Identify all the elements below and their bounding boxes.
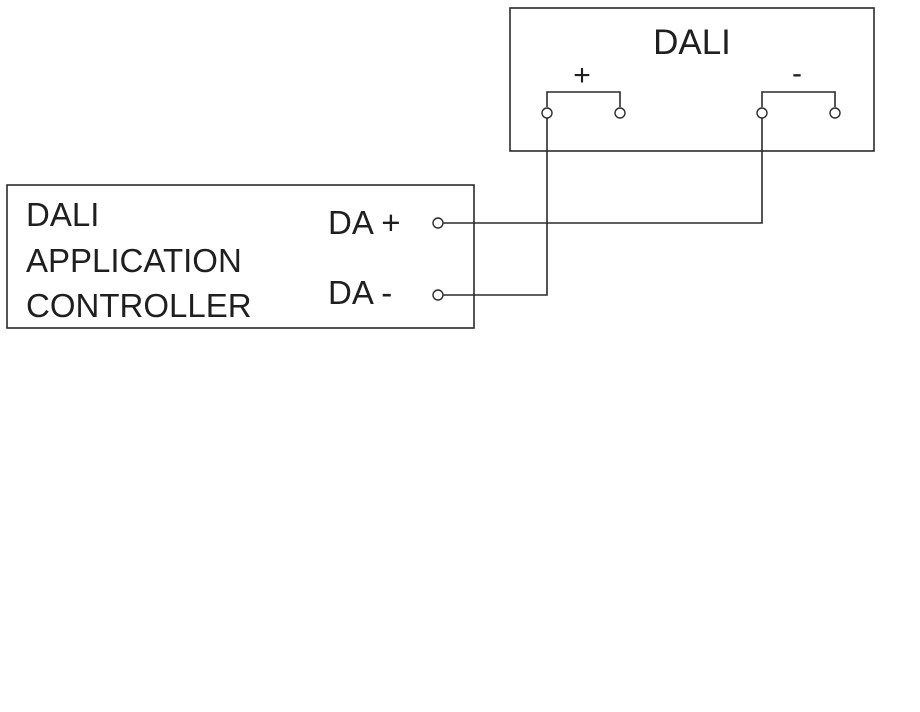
dali-device-title: DALI	[653, 23, 731, 62]
controller-box	[6, 184, 475, 329]
dali-device: DALI + -	[509, 7, 875, 152]
controller-da-plus-label: DA +	[328, 204, 400, 241]
dali-plus-terminal-a	[541, 107, 553, 119]
dali-device-plus-label: +	[573, 59, 591, 92]
dali-plus-bracket	[546, 91, 621, 107]
dali-minus-bracket	[761, 91, 836, 107]
wire-da-minus	[443, 118, 548, 296]
controller-da-minus-terminal	[432, 289, 444, 301]
controller-name-line-1: DALI	[26, 196, 99, 233]
dali-application-controller: DALI APPLICATION CONTROLLER DA + DA -	[6, 184, 475, 329]
controller-da-plus-terminal	[432, 217, 444, 229]
wire-da-plus	[443, 118, 763, 224]
controller-da-minus-label: DA -	[328, 274, 392, 311]
dali-minus-terminal-a	[756, 107, 768, 119]
controller-name-line-2: APPLICATION	[26, 242, 242, 279]
dali-device-box	[509, 7, 875, 152]
controller-name-line-3: CONTROLLER	[26, 287, 252, 324]
dali-minus-terminal-b	[829, 107, 841, 119]
dali-device-minus-label: -	[792, 57, 802, 90]
dali-plus-terminal-b	[614, 107, 626, 119]
